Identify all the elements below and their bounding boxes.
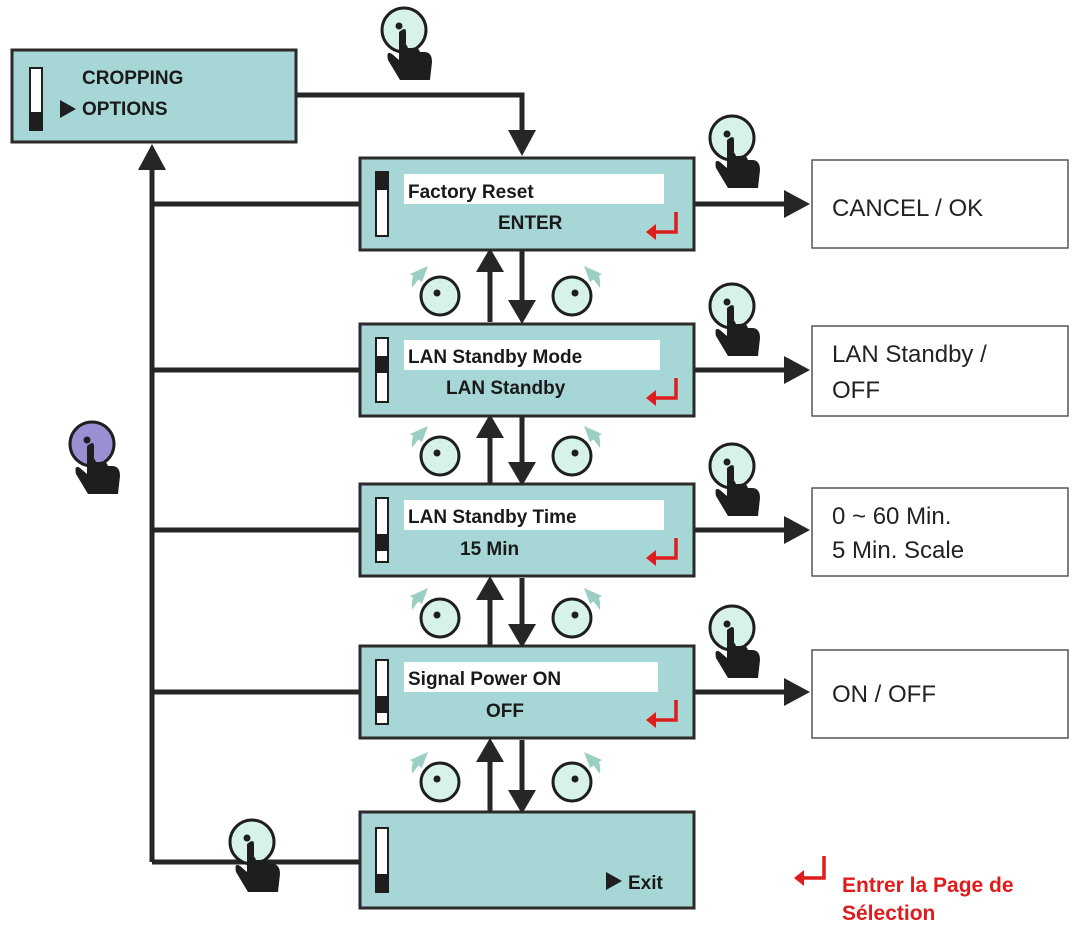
hand-press-knob-icon — [68, 420, 122, 496]
legend: Entrer la Page de Sélection — [794, 856, 1014, 925]
option-line: ON / OFF — [832, 681, 936, 708]
menu-item-lan-standby-time[interactable]: LAN Standby Time 15 Min — [358, 482, 696, 578]
hand-press-knob-icon — [708, 442, 762, 518]
exit-box[interactable]: Exit — [358, 810, 696, 910]
scrollbar-indicator-icon — [375, 171, 389, 237]
enter-return-icon — [794, 856, 826, 886]
option-box-factory-reset: CANCEL / OK — [811, 159, 1069, 249]
root-line2: OPTIONS — [82, 99, 168, 120]
item-value: OFF — [486, 701, 524, 722]
rotate-knob-icon — [408, 264, 461, 317]
option-line: OFF — [832, 377, 880, 404]
root-line1: CROPPING — [82, 68, 183, 89]
item-title: LAN Standby Time — [408, 507, 577, 528]
legend-line1: Entrer la Page de — [842, 874, 1014, 897]
triangle-pointer-icon — [60, 100, 76, 118]
rotate-knob-icon — [551, 586, 604, 639]
hand-press-knob-icon — [708, 114, 762, 190]
menu-item-lan-standby-mode[interactable]: LAN Standby Mode LAN Standby — [358, 322, 696, 418]
cropping-options-box[interactable]: CROPPING OPTIONS — [10, 48, 298, 144]
scrollbar-indicator-icon — [375, 659, 389, 725]
rotate-knob-icon — [408, 424, 461, 477]
hand-press-knob-icon — [228, 818, 282, 894]
item-value: ENTER — [498, 213, 563, 234]
hand-press-knob-icon — [380, 6, 434, 82]
rotate-knob-icon — [551, 264, 604, 317]
scrollbar-indicator-icon — [375, 337, 389, 403]
option-line: 5 Min. Scale — [832, 537, 964, 564]
option-box-signal-power-on: ON / OFF — [811, 649, 1069, 739]
option-line: LAN Standby / — [832, 341, 987, 368]
item-value: LAN Standby — [446, 378, 566, 399]
option-line: CANCEL / OK — [832, 195, 983, 222]
rotate-knob-icon — [408, 750, 461, 803]
hand-press-knob-icon — [708, 282, 762, 358]
hand-press-knob-icon — [708, 604, 762, 680]
item-title: LAN Standby Mode — [408, 347, 582, 368]
triangle-pointer-icon — [606, 872, 622, 890]
item-title: Factory Reset — [408, 182, 534, 203]
scrollbar-indicator-icon — [375, 497, 389, 563]
menu-item-factory-reset[interactable]: Factory Reset ENTER — [358, 156, 696, 252]
rotate-knob-icon — [551, 424, 604, 477]
scrollbar-indicator-icon — [375, 827, 389, 893]
menu-item-signal-power-on[interactable]: Signal Power ON OFF — [358, 644, 696, 740]
option-box-lan-standby-mode: LAN Standby / OFF — [811, 325, 1069, 417]
scrollbar-indicator-icon — [29, 67, 43, 131]
rotate-knob-icon — [408, 586, 461, 639]
option-line: 0 ~ 60 Min. — [832, 503, 951, 530]
connector-lines — [138, 92, 810, 865]
exit-label: Exit — [628, 873, 664, 894]
item-value: 15 Min — [460, 539, 519, 560]
rotate-knob-icon — [551, 750, 604, 803]
legend-line2: Sélection — [842, 902, 935, 925]
item-title: Signal Power ON — [408, 669, 561, 690]
option-box-lan-standby-time: 0 ~ 60 Min. 5 Min. Scale — [811, 487, 1069, 577]
